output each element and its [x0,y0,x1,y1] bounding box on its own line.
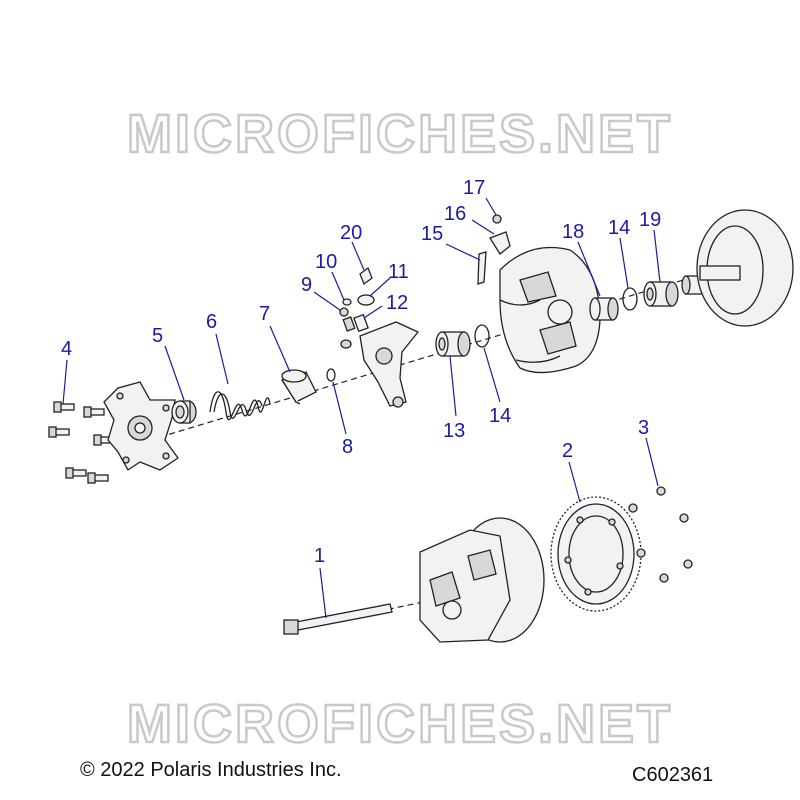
bolt-group-part-4 [48,401,115,484]
callout-3: 3 [638,417,649,439]
callout-2: 2 [562,440,573,462]
leader-lines [62,197,661,619]
ring-part-14-lower [474,324,490,348]
callout-14-lower: 14 [489,405,511,427]
callout-10: 10 [315,251,337,273]
bushing-part-18 [589,297,619,321]
long-bolt-part-1 [283,603,393,635]
callout-8: 8 [342,436,353,458]
ring-gear-part-2 [550,496,642,612]
spring-part-6 [209,391,271,421]
callout-18: 18 [562,221,584,243]
callout-11: 11 [388,261,409,283]
callout-19: 19 [639,209,661,231]
bearing-part-19 [643,281,679,307]
screw-group-part-3 [628,486,693,583]
spider-plate [103,381,179,471]
callout-16: 16 [444,203,466,225]
clip-part-16 [489,231,511,255]
o-ring-part-8 [326,368,336,382]
callout-20: 20 [340,222,362,244]
callout-1: 1 [314,545,325,567]
callout-12: 12 [386,292,408,314]
callout-13: 13 [443,420,465,442]
callout-5: 5 [152,325,163,347]
drawing-number: C602361 [632,764,714,786]
assembly-axis-upper [149,274,701,441]
callout-4: 4 [61,338,72,360]
roller-arm [359,321,420,408]
pin-part-15 [477,251,487,285]
bearing-part-13 [435,331,471,357]
copyright-notice: © 2022 Polaris Industries Inc. [80,759,342,781]
ring-part-14-upper [622,287,638,311]
callout-17: 17 [463,177,485,199]
roller-pins-parts-9-to-12 [339,266,375,349]
clutch-housing-upper [499,246,601,374]
callout-15: 15 [421,223,443,245]
fixed-sheave [681,209,794,327]
bushing-part-5 [171,400,197,424]
watermark-top: MICROFICHES.NET [127,104,673,164]
cylinder-part-7 [281,369,317,405]
callout-9: 9 [301,274,312,296]
callout-7: 7 [259,303,270,325]
clutch-assembly-lower [419,517,545,643]
watermark-bottom: MICROFICHES.NET [127,694,673,754]
callout-14-upper: 14 [608,217,630,239]
nut-part-17 [492,214,502,224]
callout-6: 6 [206,311,217,333]
